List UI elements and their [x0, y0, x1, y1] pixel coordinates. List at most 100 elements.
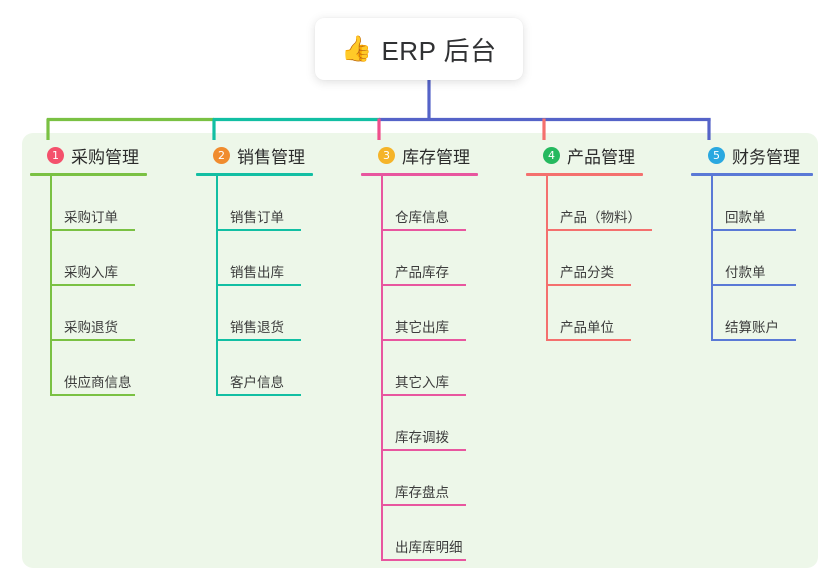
branch-column-4: 4 产品管理产品（物料） 产品分类产品单位 [526, 143, 676, 341]
root-node-label: ERP 后台 [381, 35, 497, 66]
branch-item-label: 库存盘点 [395, 485, 449, 500]
branch-item[interactable]: 出库库明细 [361, 506, 511, 561]
branch-number-badge: 3 [378, 146, 395, 164]
branch-header-underline [196, 173, 313, 176]
branch-item[interactable]: 回款单 [691, 176, 826, 231]
branch-number-badge: 4 [543, 146, 560, 164]
branch-item-underline [546, 229, 652, 231]
branch-item-underline [50, 339, 135, 341]
branch-column-2: 2 销售管理销售订单销售出库销售退货客户信息 [196, 143, 346, 396]
branch-item-list: 产品（物料） 产品分类产品单位 [526, 176, 676, 341]
branch-item[interactable]: 仓库信息 [361, 176, 511, 231]
branch-item-label: 其它出库 [395, 320, 449, 335]
branch-item[interactable]: 销售出库 [196, 231, 346, 286]
branch-item[interactable]: 结算账户 [691, 286, 826, 341]
branch-item[interactable]: 其它出库 [361, 286, 511, 341]
branch-item-label: 产品单位 [560, 320, 614, 335]
branch-item-underline [381, 559, 466, 561]
branch-title: 销售管理 [237, 147, 305, 167]
branch-item-list: 回款单付款单结算账户 [691, 176, 826, 341]
branch-header-3[interactable]: 3 库存管理 [361, 143, 511, 167]
branch-item-underline [381, 394, 466, 396]
branch-item-label: 付款单 [725, 265, 766, 280]
branch-item-label: 库存调拨 [395, 430, 449, 445]
branch-item-label: 采购订单 [64, 210, 118, 225]
branch-item-label: 销售订单 [230, 210, 284, 225]
branch-item-underline [546, 284, 631, 286]
branch-header-underline [361, 173, 478, 176]
branch-item[interactable]: 产品分类 [526, 231, 676, 286]
branch-title: 库存管理 [402, 147, 470, 167]
branch-item[interactable]: 库存调拨 [361, 396, 511, 451]
branch-item-label: 出库库明细 [395, 540, 463, 555]
branch-title: 采购管理 [71, 147, 139, 167]
branch-item[interactable]: 销售订单 [196, 176, 346, 231]
branch-item-label: 采购退货 [64, 320, 118, 335]
branch-item[interactable]: 产品单位 [526, 286, 676, 341]
branch-header-underline [526, 173, 643, 176]
root-node-content: 👍 ERP 后台 [341, 31, 496, 68]
branch-item-underline [381, 284, 466, 286]
branch-item[interactable]: 产品（物料） [526, 176, 676, 231]
branch-header-underline [691, 173, 813, 176]
branch-title: 财务管理 [732, 147, 800, 167]
branch-item-underline [216, 229, 301, 231]
branch-item-underline [546, 339, 631, 341]
thumbs-up-icon: 👍 [341, 34, 373, 63]
branch-item-underline [381, 504, 466, 506]
branch-item-underline [711, 229, 796, 231]
branch-item[interactable]: 付款单 [691, 231, 826, 286]
branch-item-underline [381, 449, 466, 451]
branch-item-label: 销售退货 [230, 320, 284, 335]
root-node-erp-backend[interactable]: 👍 ERP 后台 [315, 18, 523, 80]
branch-item-label: 结算账户 [725, 320, 779, 335]
branch-header-5[interactable]: 5 财务管理 [691, 143, 826, 167]
branch-item-underline [50, 284, 135, 286]
branch-number-badge: 2 [213, 146, 230, 164]
branch-item-list: 仓库信息产品库存其它出库其它入库库存调拨库存盘点出库库明细 [361, 176, 511, 561]
branch-item-label: 产品库存 [395, 265, 449, 280]
branch-item-underline [381, 229, 466, 231]
branch-item[interactable]: 采购退货 [30, 286, 180, 341]
branch-header-1[interactable]: 1 采购管理 [30, 143, 180, 167]
branch-header-2[interactable]: 2 销售管理 [196, 143, 346, 167]
branch-item-list: 销售订单销售出库销售退货客户信息 [196, 176, 346, 396]
branch-item-underline [381, 339, 466, 341]
branch-item-underline [711, 284, 796, 286]
branch-item-list: 采购订单采购入库采购退货供应商信息 [30, 176, 180, 396]
branch-item-label: 产品分类 [560, 265, 614, 280]
branch-item[interactable]: 销售退货 [196, 286, 346, 341]
branch-title: 产品管理 [567, 147, 635, 167]
branch-item-label: 供应商信息 [64, 375, 132, 390]
branch-item-label: 客户信息 [230, 375, 284, 390]
branch-item[interactable]: 采购订单 [30, 176, 180, 231]
branch-item-label: 销售出库 [230, 265, 284, 280]
branch-item[interactable]: 供应商信息 [30, 341, 180, 396]
branch-spine-line [381, 176, 383, 561]
branch-item-underline [216, 284, 301, 286]
branch-item[interactable]: 客户信息 [196, 341, 346, 396]
branch-spine-line [50, 176, 52, 396]
branch-number-badge: 1 [47, 146, 64, 164]
branch-item[interactable]: 库存盘点 [361, 451, 511, 506]
branch-item[interactable]: 产品库存 [361, 231, 511, 286]
branch-item-underline [711, 339, 796, 341]
branch-spine-line [216, 176, 218, 396]
tree-connector-lines [46, 80, 711, 140]
branch-item-underline [50, 394, 135, 396]
branch-item-underline [216, 394, 301, 396]
branch-item-label: 产品（物料） [560, 210, 641, 225]
branch-item-label: 采购入库 [64, 265, 118, 280]
branch-number-badge: 5 [708, 146, 725, 164]
branch-header-4[interactable]: 4 产品管理 [526, 143, 676, 167]
branch-item-underline [216, 339, 301, 341]
branch-item[interactable]: 其它入库 [361, 341, 511, 396]
branch-column-1: 1 采购管理采购订单采购入库采购退货供应商信息 [30, 143, 180, 396]
branch-item-underline [50, 229, 135, 231]
branch-item-label: 仓库信息 [395, 210, 449, 225]
branch-column-5: 5 财务管理回款单付款单结算账户 [691, 143, 826, 341]
branch-spine-line [546, 176, 548, 341]
branches-panel [22, 133, 818, 568]
branch-item[interactable]: 采购入库 [30, 231, 180, 286]
